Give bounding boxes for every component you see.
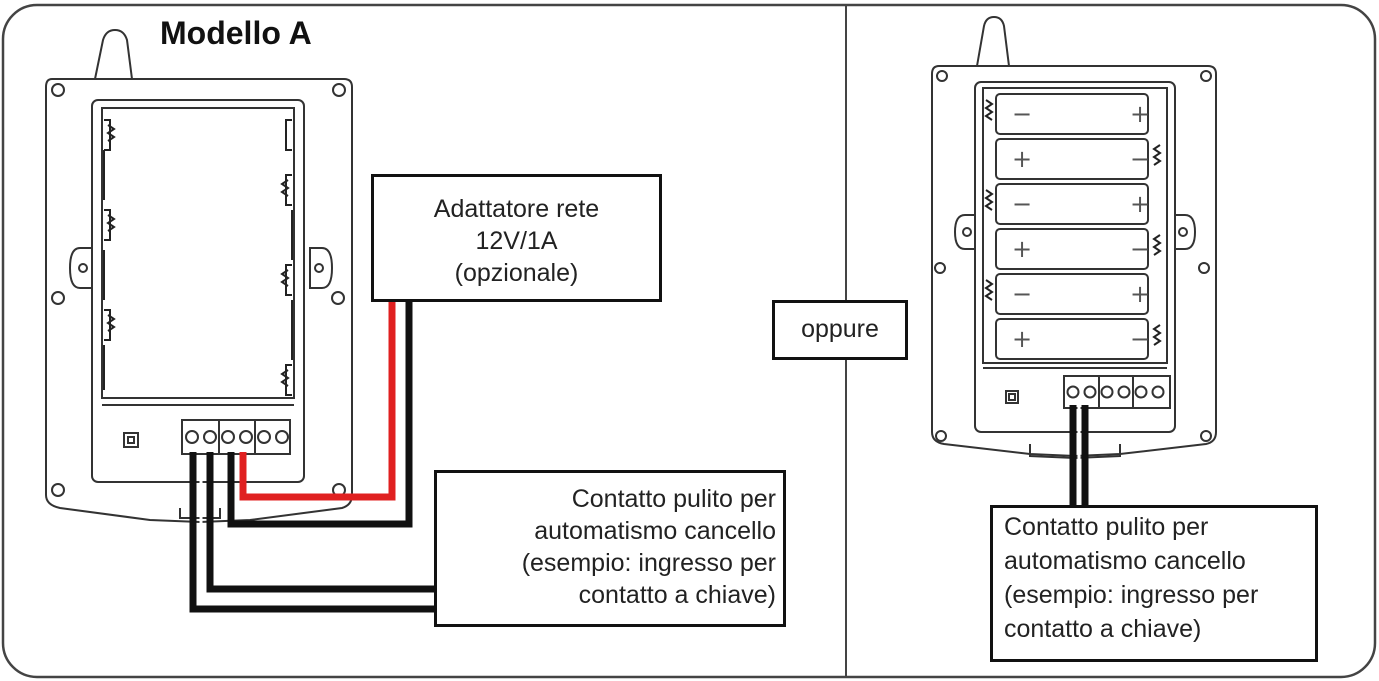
battery-polarity-sign: −: [1012, 280, 1032, 308]
terminal-block-right: [1063, 375, 1171, 409]
contact-right-line-2: automatismo cancello: [1004, 547, 1246, 575]
wires-right: [1069, 405, 1089, 510]
contact-right-line-3: (esempio: ingresso per: [1004, 581, 1259, 609]
battery-signs: − + + − − + + − − + + −: [1012, 100, 1150, 353]
battery: [995, 228, 1149, 270]
outer-frame: [1, 3, 1377, 679]
contact-box-left: [434, 470, 786, 627]
wire-contact-2: [189, 452, 436, 613]
power-adapter-box: [371, 174, 662, 302]
wire-contact-1: [206, 452, 436, 593]
contact-left-line-3: (esempio: ingresso per: [521, 549, 776, 577]
battery-contacts-left: [103, 119, 293, 396]
battery-compartment-left: [91, 99, 305, 483]
device-model-a: [45, 28, 353, 524]
antenna-left: [94, 28, 133, 80]
battery-polarity-sign: +: [1012, 145, 1032, 173]
adapter-line-2: 12V/1A: [475, 227, 558, 255]
contact-right-line-1: Contatto pulito per: [1004, 513, 1209, 541]
separator-box: [772, 300, 908, 360]
contact-left-line-1: Contatto pulito per: [571, 485, 776, 513]
device-right: [931, 15, 1217, 460]
battery-polarity-sign: +: [1130, 100, 1150, 128]
battery: [995, 273, 1149, 315]
wire-black-power: [227, 302, 413, 528]
battery: [995, 138, 1149, 180]
terminal-block-left: [181, 419, 291, 455]
battery-polarity-sign: −: [1012, 100, 1032, 128]
battery-springs-right: [984, 99, 1162, 346]
battery: [995, 183, 1149, 225]
adapter-line-1: Adattatore rete: [433, 195, 600, 223]
battery: [995, 318, 1149, 360]
battery-polarity-sign: +: [1130, 280, 1150, 308]
wires-left: [189, 302, 436, 613]
contact-left-line-2: automatismo cancello: [534, 517, 776, 545]
contact-right-line-4: contatto a chiave): [1004, 615, 1202, 643]
antenna-right: [976, 15, 1010, 67]
batteries-right: [995, 93, 1149, 360]
battery: [995, 93, 1149, 135]
battery-polarity-sign: −: [1130, 145, 1150, 173]
tamper-button-right: [1005, 390, 1019, 404]
contact-left-line-4: contatto a chiave): [578, 581, 776, 609]
model-title: Modello A: [160, 15, 312, 51]
battery-polarity-sign: −: [1130, 235, 1150, 263]
device-body-right: [931, 65, 1217, 458]
device-body-left: [45, 78, 353, 524]
battery-polarity-sign: −: [1130, 325, 1150, 353]
battery-polarity-sign: +: [1130, 190, 1150, 218]
battery-polarity-sign: +: [1012, 235, 1032, 263]
tamper-button-left: [123, 432, 139, 448]
separator-text: oppure: [801, 315, 879, 343]
screw: [51, 83, 65, 97]
battery-polarity-sign: +: [1012, 325, 1032, 353]
adapter-line-3: (opzionale): [454, 259, 579, 287]
wire-red: [239, 302, 396, 501]
contact-box-right: [990, 505, 1318, 662]
battery-polarity-sign: −: [1012, 190, 1032, 218]
